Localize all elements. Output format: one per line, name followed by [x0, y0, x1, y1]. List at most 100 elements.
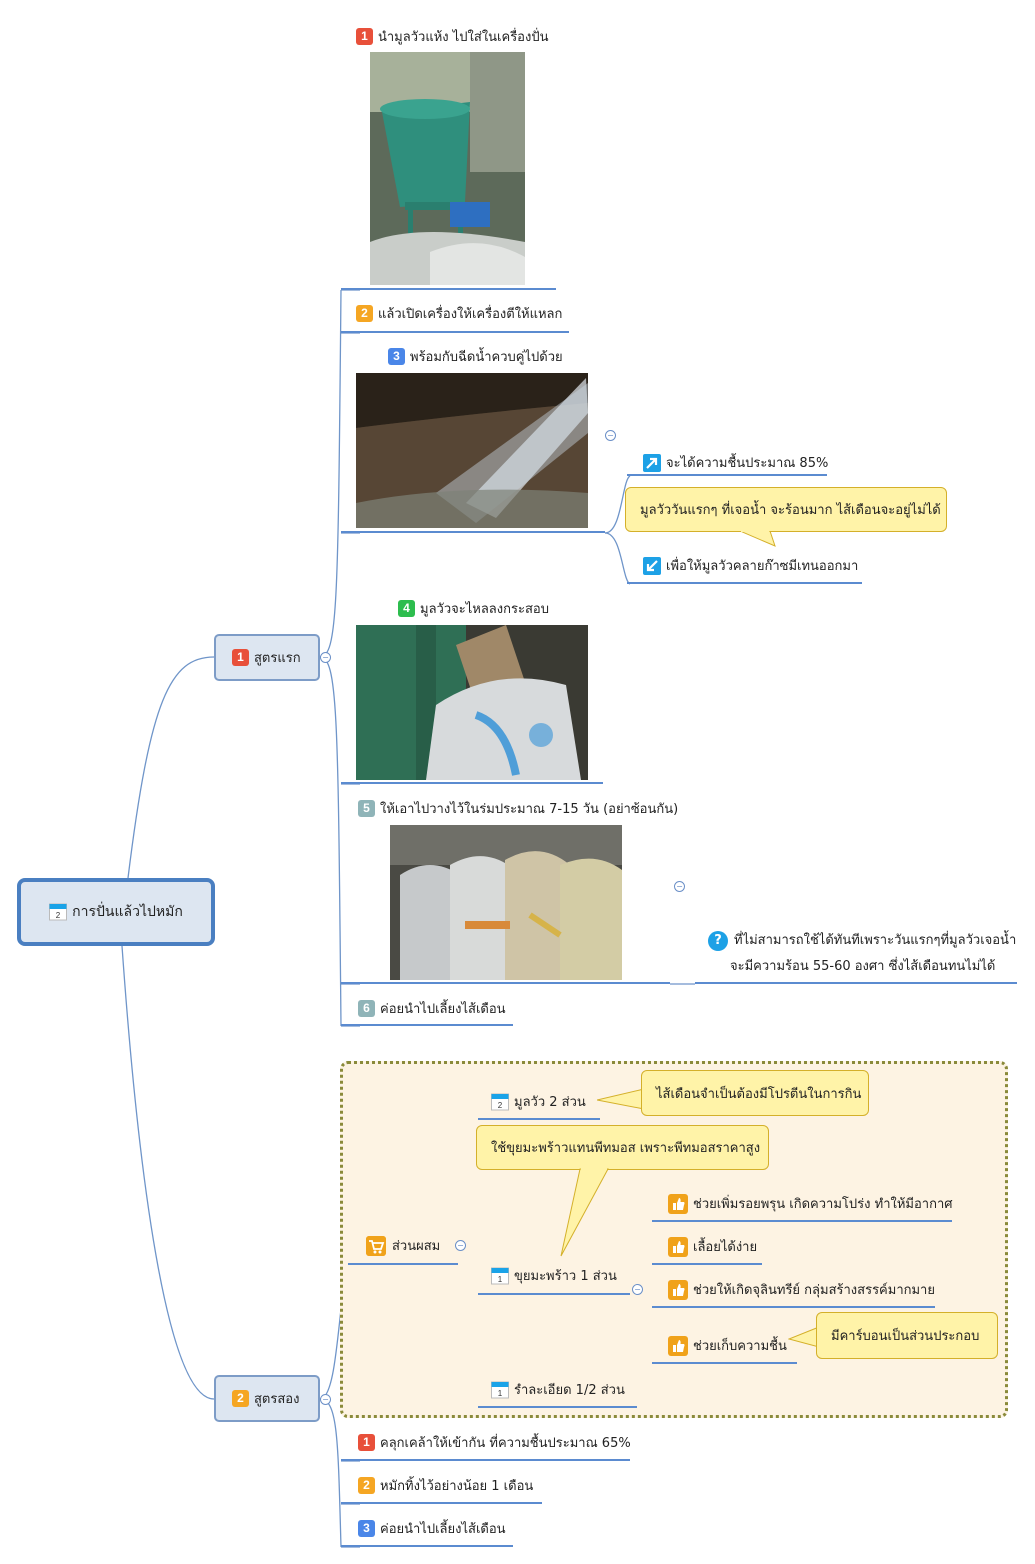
sack-photo [356, 625, 588, 780]
machine-photo [370, 52, 525, 285]
underline [627, 474, 827, 476]
callout-pointer [597, 1088, 645, 1110]
stacked-sacks-photo [390, 825, 622, 980]
methane-down-note[interactable]: เพื่อให้มูลวัวคลายก๊าซมีเทนออกมา [643, 555, 858, 576]
collapse-toggle[interactable]: − [320, 652, 331, 663]
calendar-icon: 1 [491, 1381, 509, 1398]
underline [652, 1263, 762, 1265]
thumbs-up-icon [668, 1335, 688, 1356]
badge: 4 [398, 600, 415, 617]
svg-text:1: 1 [498, 1275, 503, 1284]
underline [341, 982, 670, 984]
underline [341, 1545, 513, 1547]
ingredient-cow-manure[interactable]: 2 มูลวัว 2 ส่วน [491, 1091, 586, 1112]
underline [341, 531, 605, 533]
collapse-toggle[interactable]: − [674, 881, 685, 892]
ingredient-label: รำละเอียด 1/2 ส่วน [514, 1383, 625, 1398]
humidity-up-note[interactable]: จะได้ความชื้นประมาณ 85% [643, 452, 828, 473]
note-label: เพื่อให้มูลวัวคลายก๊าซมีเทนออกมา [666, 559, 859, 574]
underline [341, 331, 569, 333]
underline [341, 1502, 542, 1504]
step-2-3[interactable]: 3 ค่อยนำไปเลี้ยงไส้เดือน [358, 1518, 506, 1539]
note-line-1: ที่ไม่สามารถใช้ได้ทันทีเพราะวันแรกๆที่มู… [734, 933, 1017, 948]
callout-text: มูลวัววันแรกๆ ที่เจอน้ำ จะร้อนมาก ไส้เดื… [640, 503, 941, 518]
step-2-2[interactable]: 2 หมักทิ้งไว้อย่างน้อย 1 เดือน [358, 1475, 533, 1496]
protein-callout: ไส้เดือนจำเป็นต้องมีโปรตีนในการกิน [641, 1070, 869, 1116]
underline [341, 782, 603, 784]
collapse-toggle[interactable]: − [605, 430, 616, 441]
benefit-easy-crawl[interactable]: เลื้อยได้ง่าย [668, 1236, 757, 1257]
badge: 2 [358, 1477, 375, 1494]
step-label: พร้อมกับฉีดน้ำควบคู่ไปด้วย [410, 350, 563, 365]
step-1-1[interactable]: 1 นำมูลวัวแห้ง ไปใส่ในเครื่องปั่น [356, 26, 548, 47]
collapse-toggle[interactable]: − [632, 1284, 643, 1295]
underline [652, 1362, 797, 1364]
ingredients-label: ส่วนผสม [392, 1239, 441, 1254]
note-label: จะได้ความชื้นประมาณ 85% [666, 456, 829, 471]
thumbs-up-icon [668, 1279, 688, 1300]
callout-text: มีคาร์บอนเป็นส่วนประกอบ [831, 1329, 980, 1344]
arrow-up-right-icon [643, 453, 661, 472]
root-node[interactable]: 2 การปั่นแล้วไปหมัก [17, 878, 215, 946]
underline [652, 1220, 952, 1222]
callout-pointer [560, 1168, 609, 1257]
underline [341, 1459, 630, 1461]
step-1-3[interactable]: 3 พร้อมกับฉีดน้ำควบคู่ไปด้วย [388, 346, 563, 367]
calendar-icon: 2 [491, 1093, 509, 1110]
badge: 6 [358, 1000, 375, 1017]
carbon-callout: มีคาร์บอนเป็นส่วนประกอบ [816, 1312, 998, 1359]
branch-1-node[interactable]: 1 สูตรแรก [214, 634, 320, 681]
benefit-label: ช่วยเพิ่มรอยพรุน เกิดความโปร่ง ทำให้มีอา… [693, 1197, 953, 1212]
underline [341, 1024, 513, 1026]
step-label: แล้วเปิดเครื่องให้เครื่องตีให้แหลก [378, 307, 563, 322]
svg-text:2: 2 [56, 911, 61, 920]
benefit-label: ช่วยให้เกิดจุลินทรีย์ กลุ่มสร้างสรรค์มาก… [693, 1283, 935, 1298]
question-icon: ? [708, 931, 728, 951]
step-label: คลุกเคล้าให้เข้ากัน ที่ความชื้นประมาณ 65… [380, 1436, 631, 1451]
thumbs-up-icon [668, 1236, 688, 1257]
spraying-water-photo [356, 373, 588, 528]
badge: 5 [358, 800, 375, 817]
step-label: มูลวัวจะไหลลงกระสอบ [420, 602, 549, 617]
step-1-4[interactable]: 4 มูลวัวจะไหลลงกระสอบ [398, 598, 549, 619]
badge: 1 [356, 28, 373, 45]
underline [341, 288, 556, 290]
underline [695, 982, 1017, 984]
branch-2-label: สูตรสอง [254, 1392, 300, 1407]
underline [627, 582, 862, 584]
underline [478, 1118, 600, 1120]
underline [478, 1406, 637, 1408]
badge: 3 [358, 1520, 375, 1537]
step-label: ค่อยนำไปเลี้ยงไส้เดือน [380, 1522, 506, 1537]
badge-2: 2 [232, 1390, 249, 1407]
badge: 2 [356, 305, 373, 322]
step-1-6[interactable]: 6 ค่อยนำไปเลี้ยงไส้เดือน [358, 998, 506, 1019]
benefit-microbes[interactable]: ช่วยให้เกิดจุลินทรีย์ กลุ่มสร้างสรรค์มาก… [668, 1279, 935, 1300]
collapse-toggle[interactable]: − [320, 1394, 331, 1405]
root-label: การปั่นแล้วไปหมัก [72, 904, 183, 920]
heat-callout: มูลวัววันแรกๆ ที่เจอน้ำ จะร้อนมาก ไส้เดื… [625, 487, 947, 532]
svg-text:2: 2 [498, 1101, 503, 1110]
note-line-2: จะมีความร้อน 55-60 องศา ซึ่งไส้เดือนทนไม… [730, 959, 996, 974]
branch-1-label: สูตรแรก [254, 651, 301, 666]
step-label: ให้เอาไปวางไว้ในร่มประมาณ 7-15 วัน (อย่า… [380, 802, 679, 817]
badge: 1 [358, 1434, 375, 1451]
badge: 3 [388, 348, 405, 365]
branch-2-node[interactable]: 2 สูตรสอง [214, 1375, 320, 1422]
collapse-toggle[interactable]: − [455, 1240, 466, 1251]
step-label: หมักทิ้งไว้อย่างน้อย 1 เดือน [380, 1479, 534, 1494]
ingredient-rice-bran[interactable]: 1 รำละเอียด 1/2 ส่วน [491, 1379, 625, 1400]
heat-question-note[interactable]: ? ที่ไม่สามารถใช้ได้ทันทีเพราะวันแรกๆที่… [708, 928, 1016, 980]
step-1-2[interactable]: 2 แล้วเปิดเครื่องให้เครื่องตีให้แหลก [356, 303, 562, 324]
step-2-1[interactable]: 1 คลุกเคล้าให้เข้ากัน ที่ความชื้นประมาณ … [358, 1432, 631, 1453]
step-1-5[interactable]: 5 ให้เอาไปวางไว้ในร่มประมาณ 7-15 วัน (อย… [358, 798, 678, 819]
callout-pointer [740, 531, 776, 547]
ingredients-node[interactable]: ส่วนผสม [366, 1235, 440, 1256]
benefit-porosity[interactable]: ช่วยเพิ่มรอยพรุน เกิดความโปร่ง ทำให้มีอา… [668, 1193, 953, 1214]
ingredient-coconut-coir[interactable]: 1 ขุยมะพร้าว 1 ส่วน [491, 1265, 617, 1286]
underline [478, 1293, 630, 1295]
badge-1: 1 [232, 649, 249, 666]
callout-text: ไส้เดือนจำเป็นต้องมีโปรตีนในการกิน [656, 1086, 862, 1102]
shopping-cart-icon [366, 1235, 386, 1256]
benefit-moisture[interactable]: ช่วยเก็บความชื้น [668, 1335, 787, 1356]
